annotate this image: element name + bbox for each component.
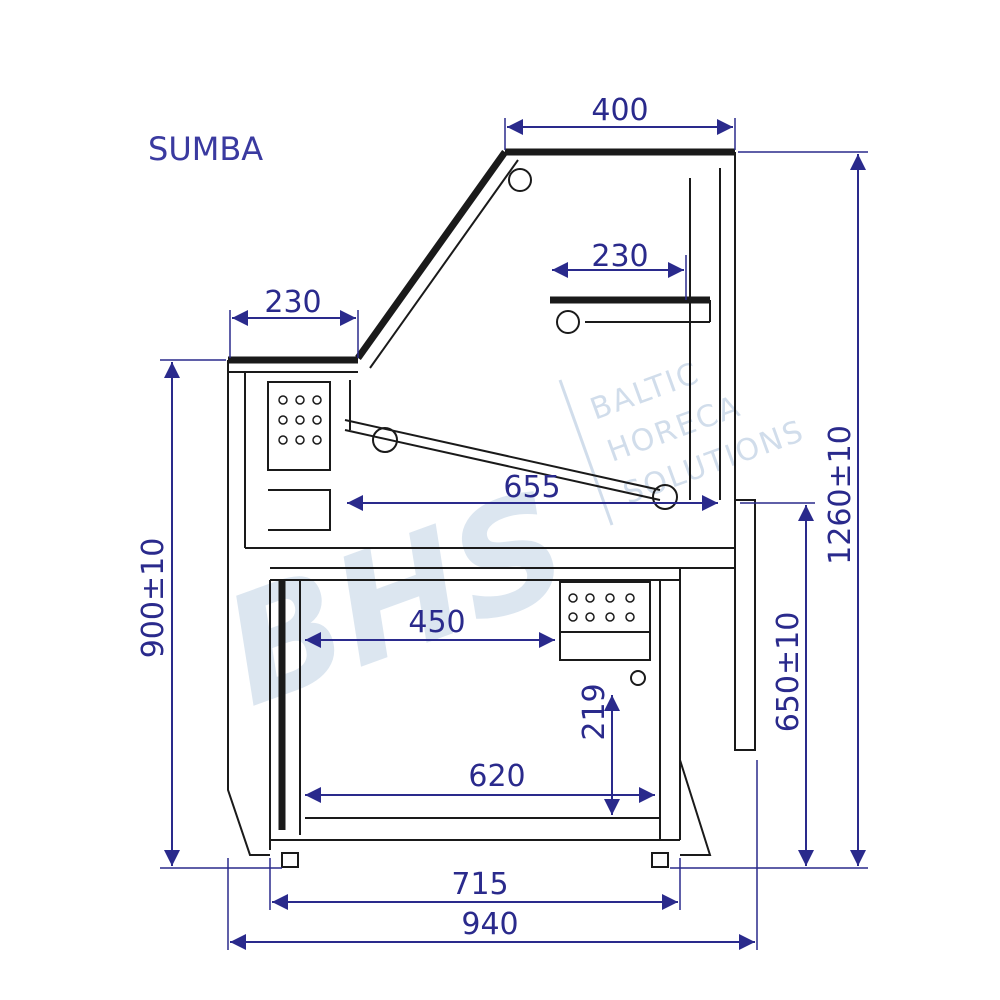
dim-overall-width: 940 — [461, 907, 518, 942]
dim-overall-height: 1260±10 — [823, 425, 858, 565]
dim-counter-depth: 230 — [264, 285, 321, 320]
dim-base-depth: 620 — [468, 759, 525, 794]
dim-shelf-depth: 230 — [591, 239, 648, 274]
dim-shelf-clearance: 219 — [577, 683, 612, 740]
dim-feet-width: 715 — [451, 867, 508, 902]
dimension-lines — [160, 118, 868, 950]
dim-display-depth: 655 — [503, 470, 560, 505]
dim-storage-depth: 450 — [408, 605, 465, 640]
model-title: SUMBA — [148, 130, 263, 168]
dim-counter-height: 900±10 — [136, 538, 171, 659]
dimension-labels: 400 230 230 655 450 620 715 940 900±10 1… — [136, 93, 858, 942]
cabinet-outline — [227, 148, 756, 868]
dim-top-width: 400 — [591, 93, 648, 128]
dim-display-height: 650±10 — [771, 612, 806, 733]
